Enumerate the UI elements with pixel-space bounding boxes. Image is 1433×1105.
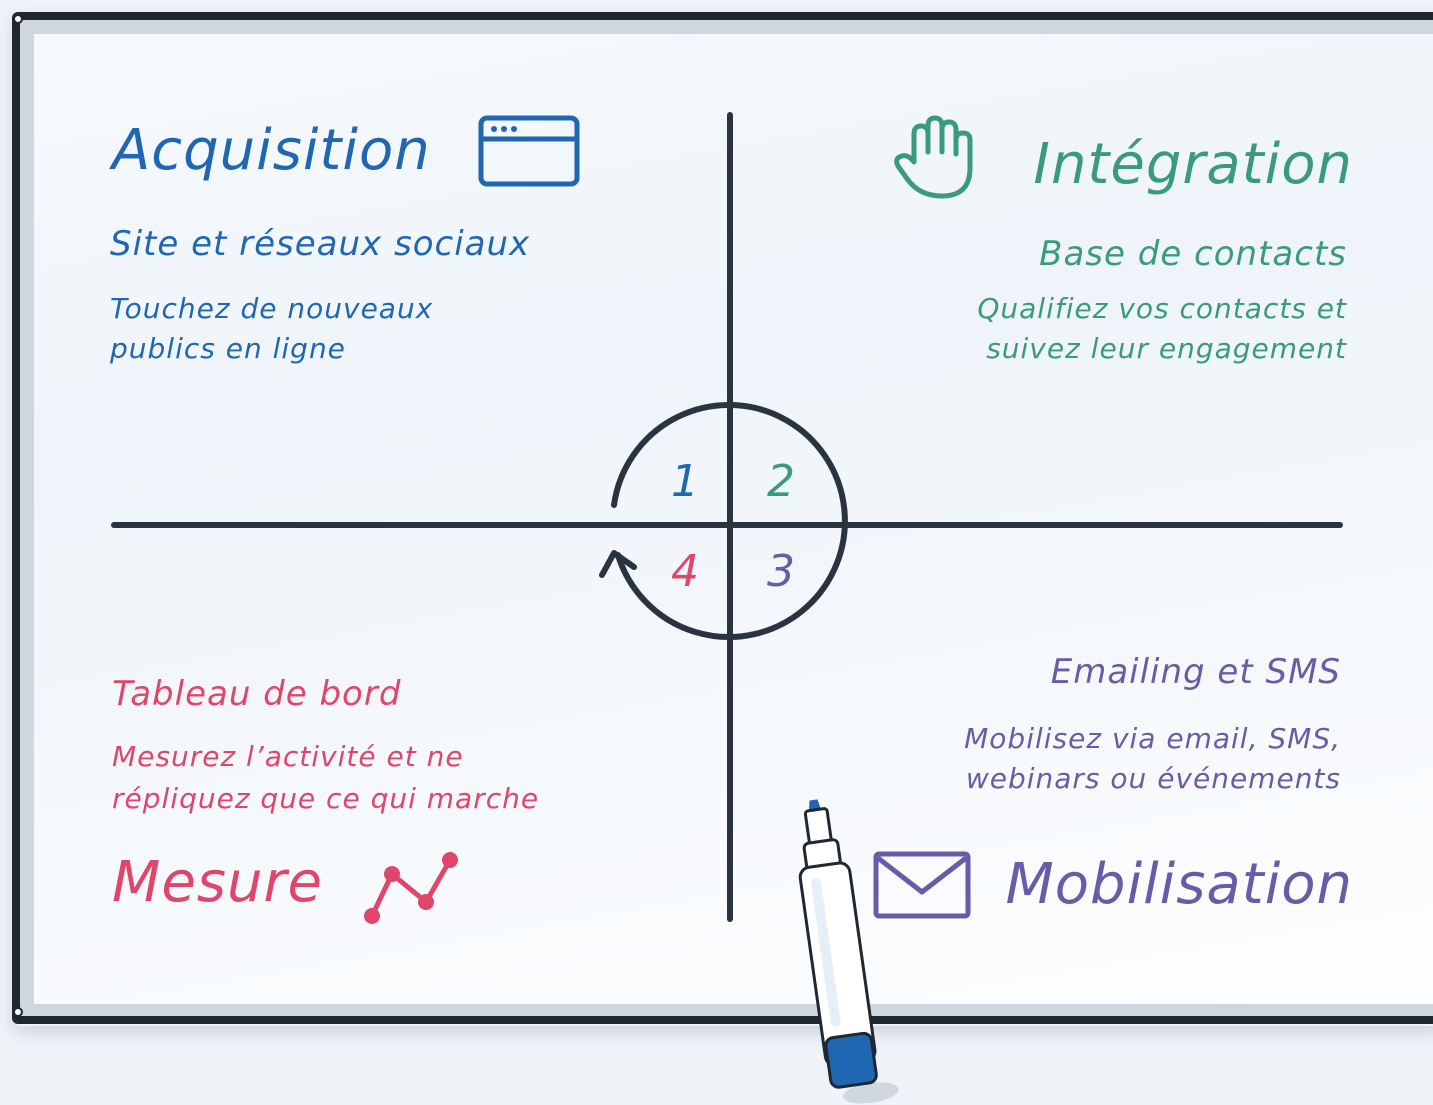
acquisition-desc-line1: Touchez de nouveaux bbox=[110, 292, 434, 325]
frame-bolt-top-left bbox=[13, 14, 23, 24]
mobilisation-desc-line1: Mobilisez via email, SMS, bbox=[964, 722, 1341, 755]
mesure-title: Mesure bbox=[112, 850, 323, 915]
integration-subtitle: Base de contacts bbox=[1039, 234, 1347, 274]
hand-icon bbox=[894, 115, 973, 199]
cycle-number-2: 2 bbox=[767, 456, 795, 507]
cycle-number-3: 3 bbox=[767, 546, 795, 597]
mesure-desc-line2: répliquez que ce qui marche bbox=[112, 782, 540, 815]
frame-bolt-bottom-left bbox=[13, 1007, 23, 1017]
acquisition-desc-line2: publics en ligne bbox=[110, 332, 346, 365]
mobilisation-title: Mobilisation bbox=[1005, 852, 1353, 917]
horizontal-axis bbox=[111, 522, 1343, 528]
acquisition-subtitle: Site et réseaux sociaux bbox=[110, 224, 531, 264]
marker-pen-icon bbox=[798, 799, 899, 1104]
mesure-desc-line1: Mesurez l’activité et ne bbox=[112, 740, 464, 773]
mobilisation-desc-line2: webinars ou événements bbox=[965, 762, 1341, 795]
whiteboard-frame bbox=[12, 12, 1433, 1024]
whiteboard-rim bbox=[20, 20, 1433, 1016]
whiteboard-surface bbox=[34, 34, 1433, 1004]
line-chart-icon bbox=[364, 852, 458, 924]
browser-window-icon bbox=[478, 115, 580, 187]
integration-title: Intégration bbox=[1033, 132, 1353, 197]
cycle-number-1: 1 bbox=[671, 456, 699, 507]
vertical-axis bbox=[727, 112, 733, 922]
integration-desc-line1: Qualifiez vos contacts et bbox=[977, 292, 1347, 325]
mesure-subtitle: Tableau de bord bbox=[112, 674, 402, 714]
cycle-number-4: 4 bbox=[671, 546, 699, 597]
acquisition-title: Acquisition bbox=[112, 118, 431, 183]
envelope-icon bbox=[873, 851, 971, 919]
mobilisation-subtitle: Emailing et SMS bbox=[1050, 652, 1341, 692]
cycle-arrow-icon bbox=[599, 402, 848, 640]
integration-desc-line2: suivez leur engagement bbox=[986, 332, 1347, 365]
